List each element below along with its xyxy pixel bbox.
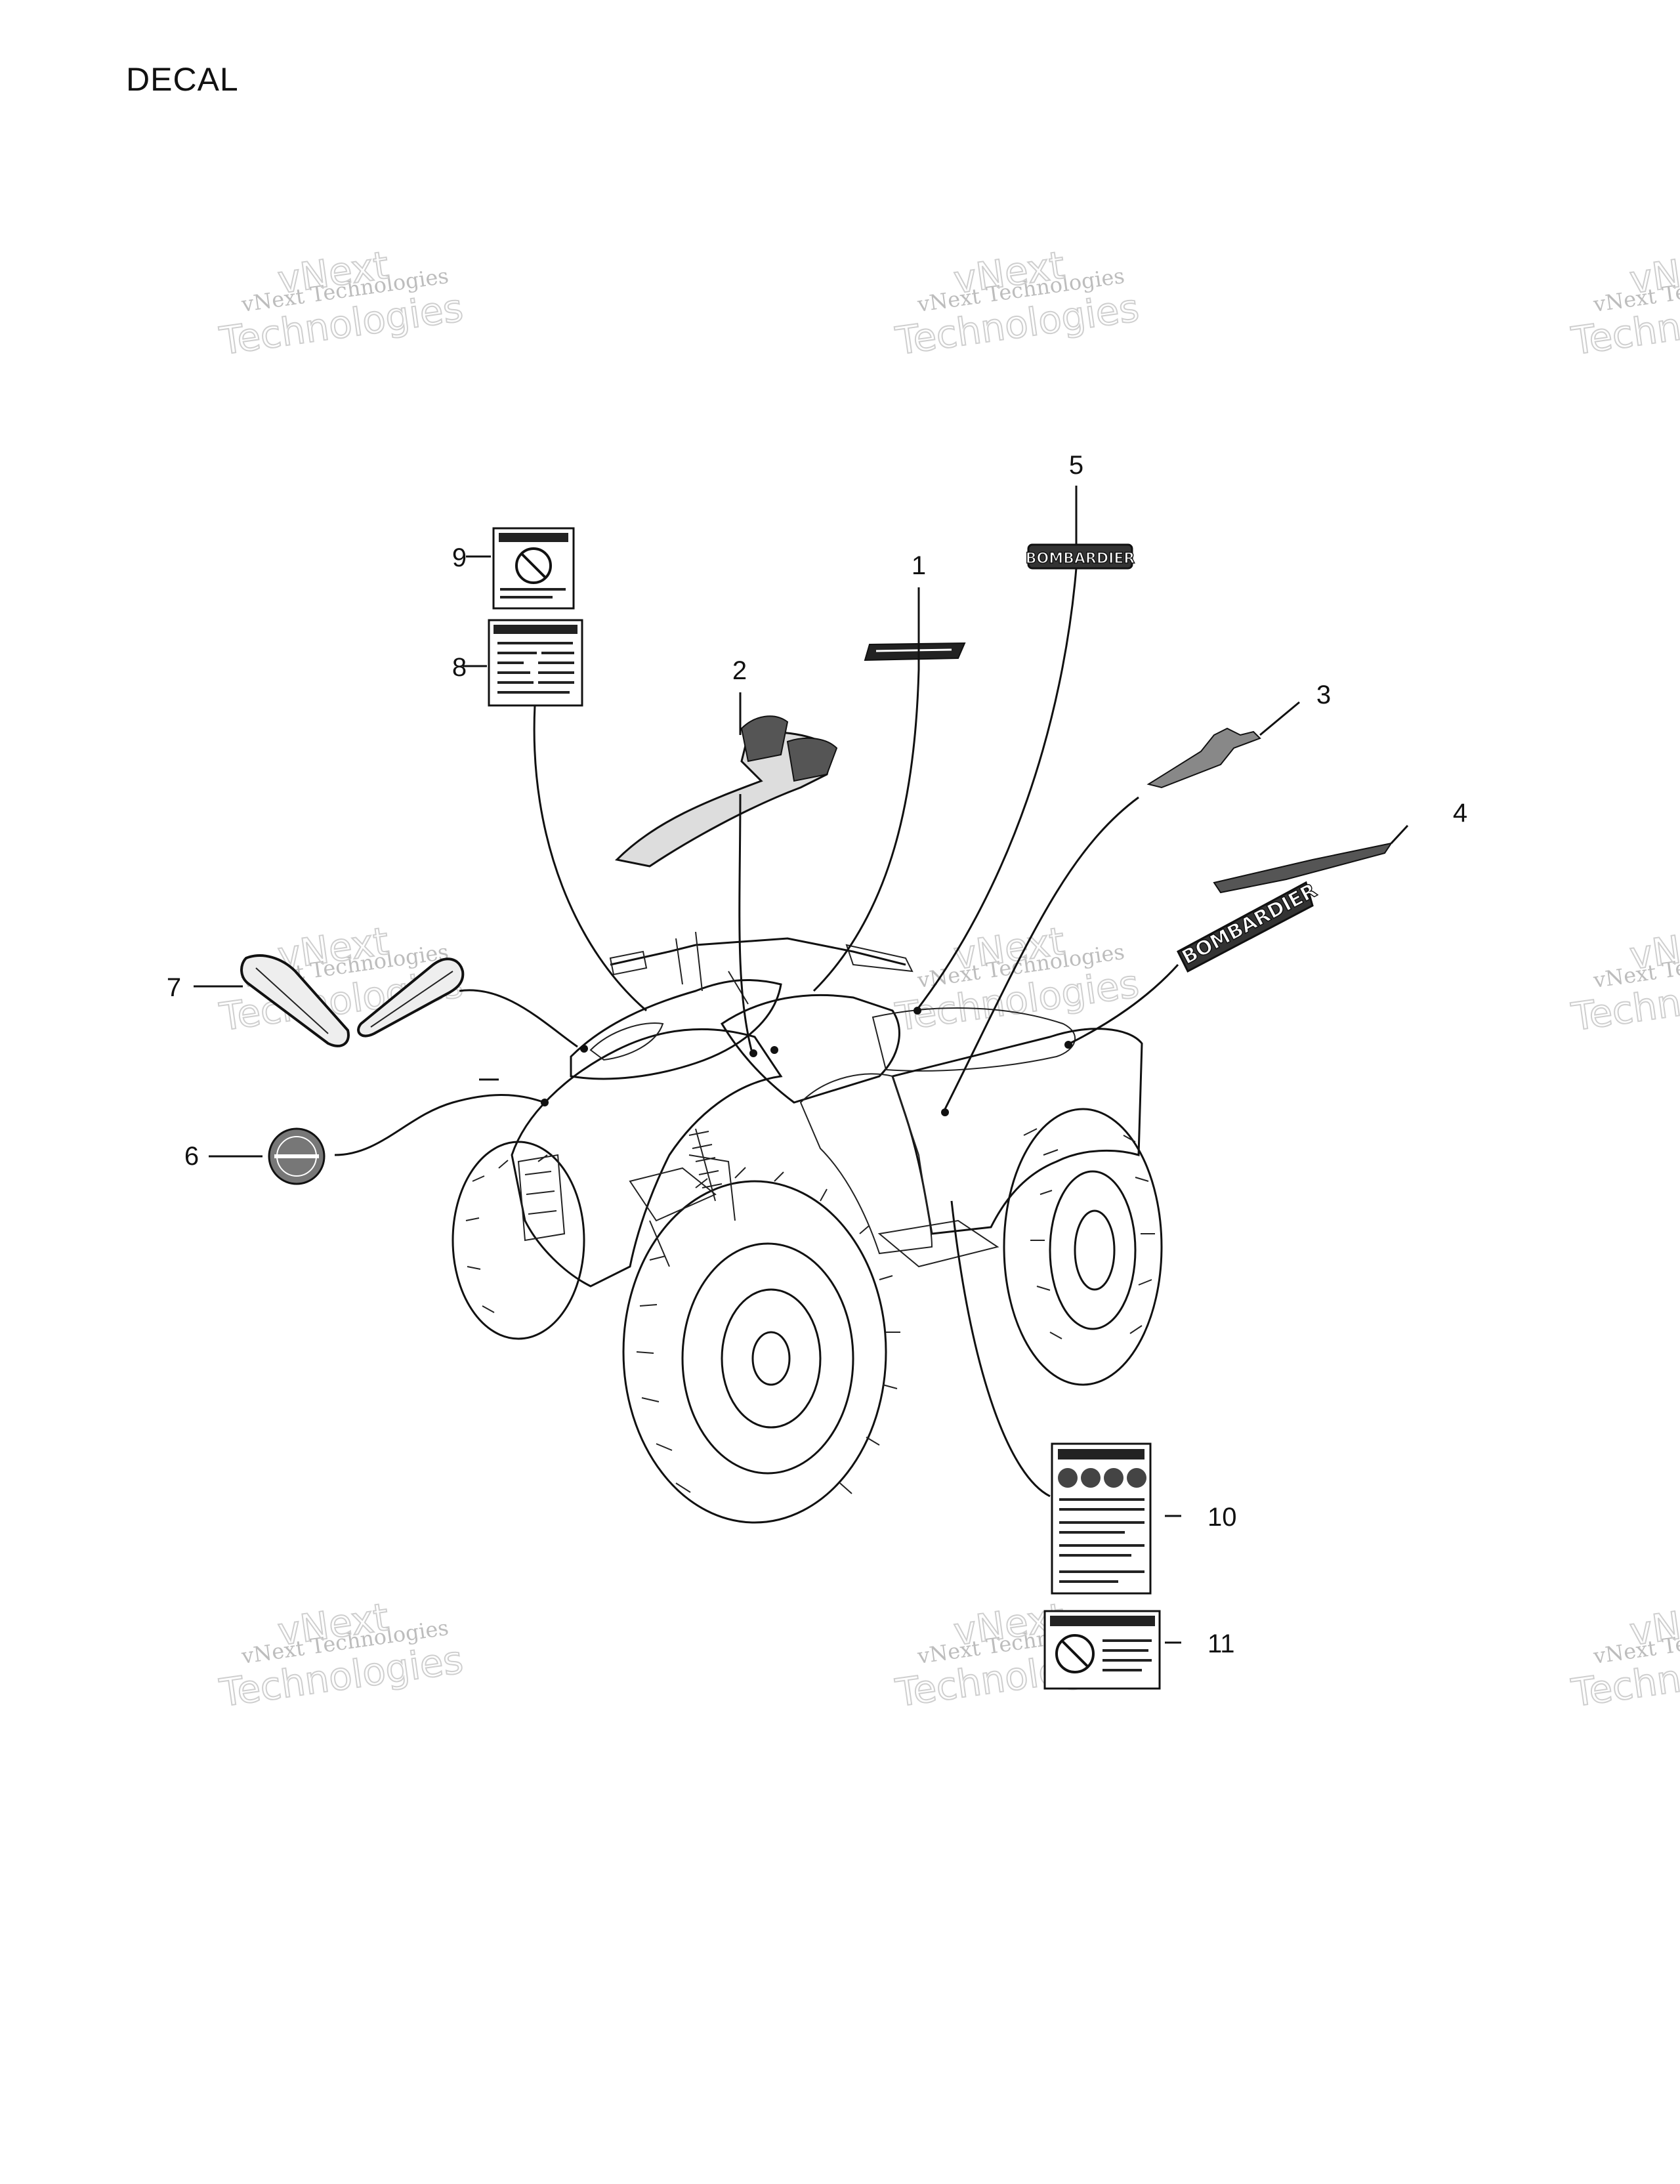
footrest — [877, 1219, 999, 1268]
callout-10: 10 — [1208, 1503, 1237, 1532]
callout-6: 6 — [184, 1142, 199, 1171]
page-title: DECAL — [126, 61, 239, 98]
fuel-tank — [720, 994, 900, 1104]
decal-5-bombardier-plate: BOMBARDIER — [1025, 543, 1135, 570]
leader-lines — [194, 486, 1409, 1644]
callout-1: 1 — [912, 551, 926, 580]
watermark: vNext Technologies vNext Technologies — [1568, 242, 1680, 364]
atv-illustration — [452, 931, 1163, 1524]
watermark-outline: vNext — [1627, 919, 1680, 978]
front-shock — [688, 1128, 723, 1202]
decal-3-lightning — [1146, 727, 1261, 789]
decal-7-front-pads — [240, 954, 465, 1047]
decal-1-stripe — [864, 642, 966, 662]
callout-4: 4 — [1453, 799, 1467, 828]
callout-labels: 1 2 3 4 5 6 7 8 9 10 11 — [167, 451, 1467, 1658]
callout-2: 2 — [732, 656, 747, 685]
decal-9-warning-label — [492, 527, 575, 610]
callout-8: 8 — [452, 653, 467, 682]
watermark: vNext Technologies vNext Technologies — [216, 1594, 466, 1716]
bombardier-plate-text: BOMBARDIER — [1026, 551, 1135, 567]
rear-wheel — [1003, 1108, 1163, 1386]
front-right-wheel — [622, 1167, 900, 1524]
watermark-outline: vNext — [1627, 243, 1680, 303]
callout-9: 9 — [452, 543, 467, 572]
watermark: vNext Technologies vNext Technologies — [1568, 918, 1680, 1040]
side-panel — [799, 1073, 933, 1255]
watermark: vNext Technologies vNext Technologies — [892, 242, 1142, 364]
callout-5: 5 — [1069, 451, 1083, 480]
decal-4-bombardier-side: BOMBARDIER — [1177, 842, 1393, 973]
pointer-dots — [541, 1007, 1072, 1116]
headlight-pod — [589, 1022, 664, 1061]
handlebar — [609, 931, 914, 1005]
watermark: vNext Technologies vNext Technologies — [216, 242, 466, 364]
decal-8-warning-label — [488, 619, 583, 707]
headlight-grille — [517, 1154, 566, 1242]
decal-2-ds-logo — [614, 715, 838, 868]
decal-10-safety-label — [1051, 1442, 1152, 1595]
watermark: vNext Technologies vNext Technologies — [1568, 1594, 1680, 1716]
decal-11-warning-label — [1043, 1610, 1161, 1690]
watermark-outline: vNext — [1627, 1595, 1680, 1654]
callout-11: 11 — [1208, 1629, 1235, 1658]
callout-3: 3 — [1316, 681, 1331, 709]
front-fender — [511, 1028, 783, 1288]
frame — [629, 1154, 736, 1267]
watermark: vNext Technologies vNext Technologies — [892, 918, 1142, 1040]
bombardier-side-text: BOMBARDIER — [1178, 879, 1320, 970]
callout-7: 7 — [167, 973, 181, 1002]
rear-fender — [891, 1028, 1143, 1235]
front-cowl — [570, 978, 782, 1080]
front-left-wheel — [452, 1141, 585, 1340]
decal-6-round-badge — [268, 1127, 326, 1185]
